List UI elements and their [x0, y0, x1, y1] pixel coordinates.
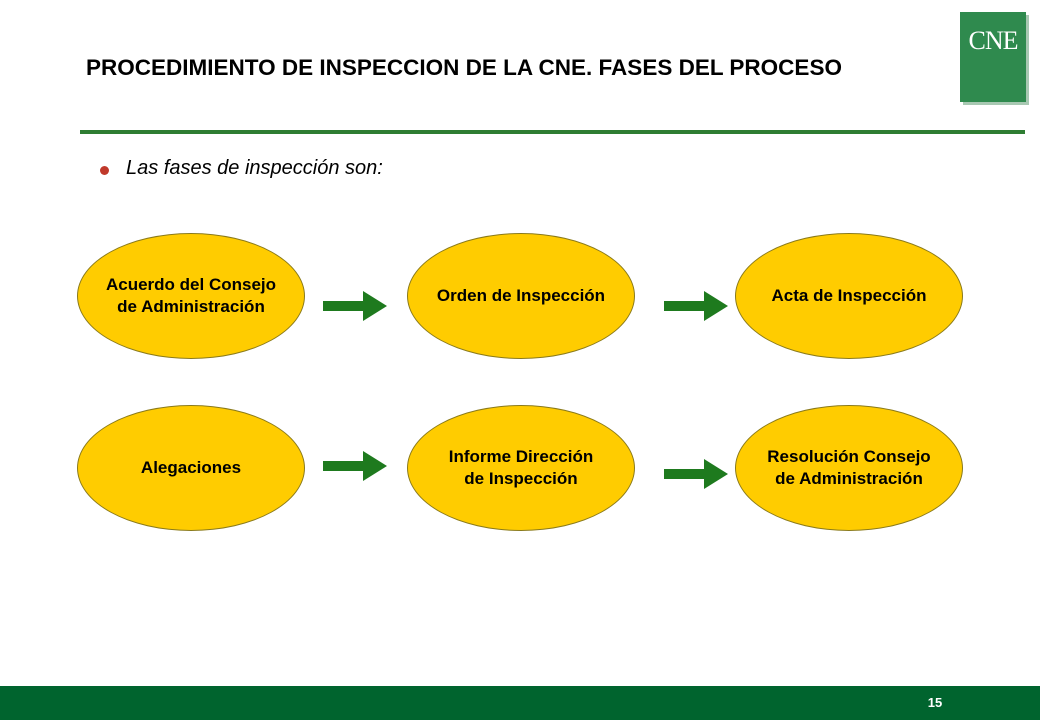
footer-bar: 15 [0, 686, 1040, 720]
slide-title: PROCEDIMIENTO DE INSPECCION DE LA CNE. F… [86, 55, 842, 80]
logo-text: CNE [968, 26, 1019, 55]
arrow-right-icon [664, 291, 728, 321]
arrow-right-icon [664, 459, 728, 489]
phase-alegaciones: Alegaciones [77, 405, 305, 531]
page-number: 15 [927, 695, 943, 710]
phase-label: Alegaciones [140, 458, 242, 477]
phase-orden-inspeccion: Orden de Inspección [407, 233, 635, 359]
cne-logo: CNE [960, 12, 1026, 102]
phase-label: Orden de Inspección [436, 286, 606, 305]
arrow-right-icon [323, 451, 387, 481]
phase-acta-inspeccion: Acta de Inspección [735, 233, 963, 359]
arrow-right-icon [323, 291, 387, 321]
intro-text: Las fases de inspección son: [126, 157, 383, 179]
title-divider [80, 130, 1025, 134]
bullet-icon [100, 166, 109, 175]
phase-label: Acta de Inspección [771, 286, 927, 305]
